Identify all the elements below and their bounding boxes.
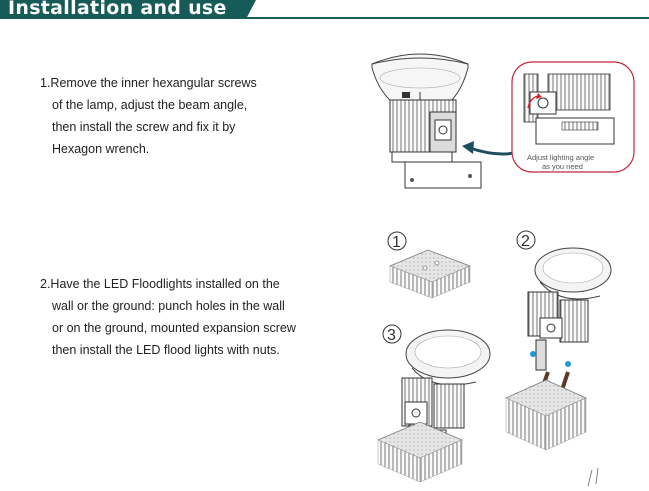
decorative-mark [587,467,599,487]
flood-light-icon [371,53,482,189]
mounting-plate-icon [388,249,472,299]
step-2-line: then install the LED flood lights with n… [52,343,280,357]
arrow-head [462,141,474,154]
header-tab: Installation and use [0,0,246,19]
step-2-line: wall or the ground: punch holes in the w… [52,299,285,313]
step-2-instructions: 2.Have the LED Floodlights installed on … [40,273,296,361]
header-notch [246,0,256,19]
step-1-instructions: 1.Remove the inner hexangular screws of … [40,72,257,160]
mounting-plate-icon [505,379,587,451]
step-marker-label: 1 [392,234,401,251]
step-marker [382,324,402,344]
callout-label: Adjust lighting angle [527,153,594,162]
step-1-line: Hexagon wrench. [52,142,150,156]
step-1-line: 1.Remove the inner hexangular screws [40,76,257,90]
step-marker [387,231,407,251]
step-marker [516,230,536,250]
header-rule [246,17,649,19]
step-1-line: of the lamp, adjust the beam angle, [52,98,248,112]
step-1-line: then install the screw and fix it by [52,120,236,134]
mounting-plate-icon [376,421,464,483]
section-header: Installation and use [0,0,649,19]
detail-callout: Adjust lighting angle as you need [511,61,635,173]
step-2-line: 2.Have the LED Floodlights installed on … [40,277,280,291]
flood-light-icon [527,247,612,371]
step-marker-label: 3 [387,327,396,344]
step-2-line: or on the ground, mounted expansion scre… [52,321,296,335]
callout-label: as you need [542,162,583,171]
step-marker-label: 2 [521,233,530,250]
section-title: Installation and use [8,0,227,19]
